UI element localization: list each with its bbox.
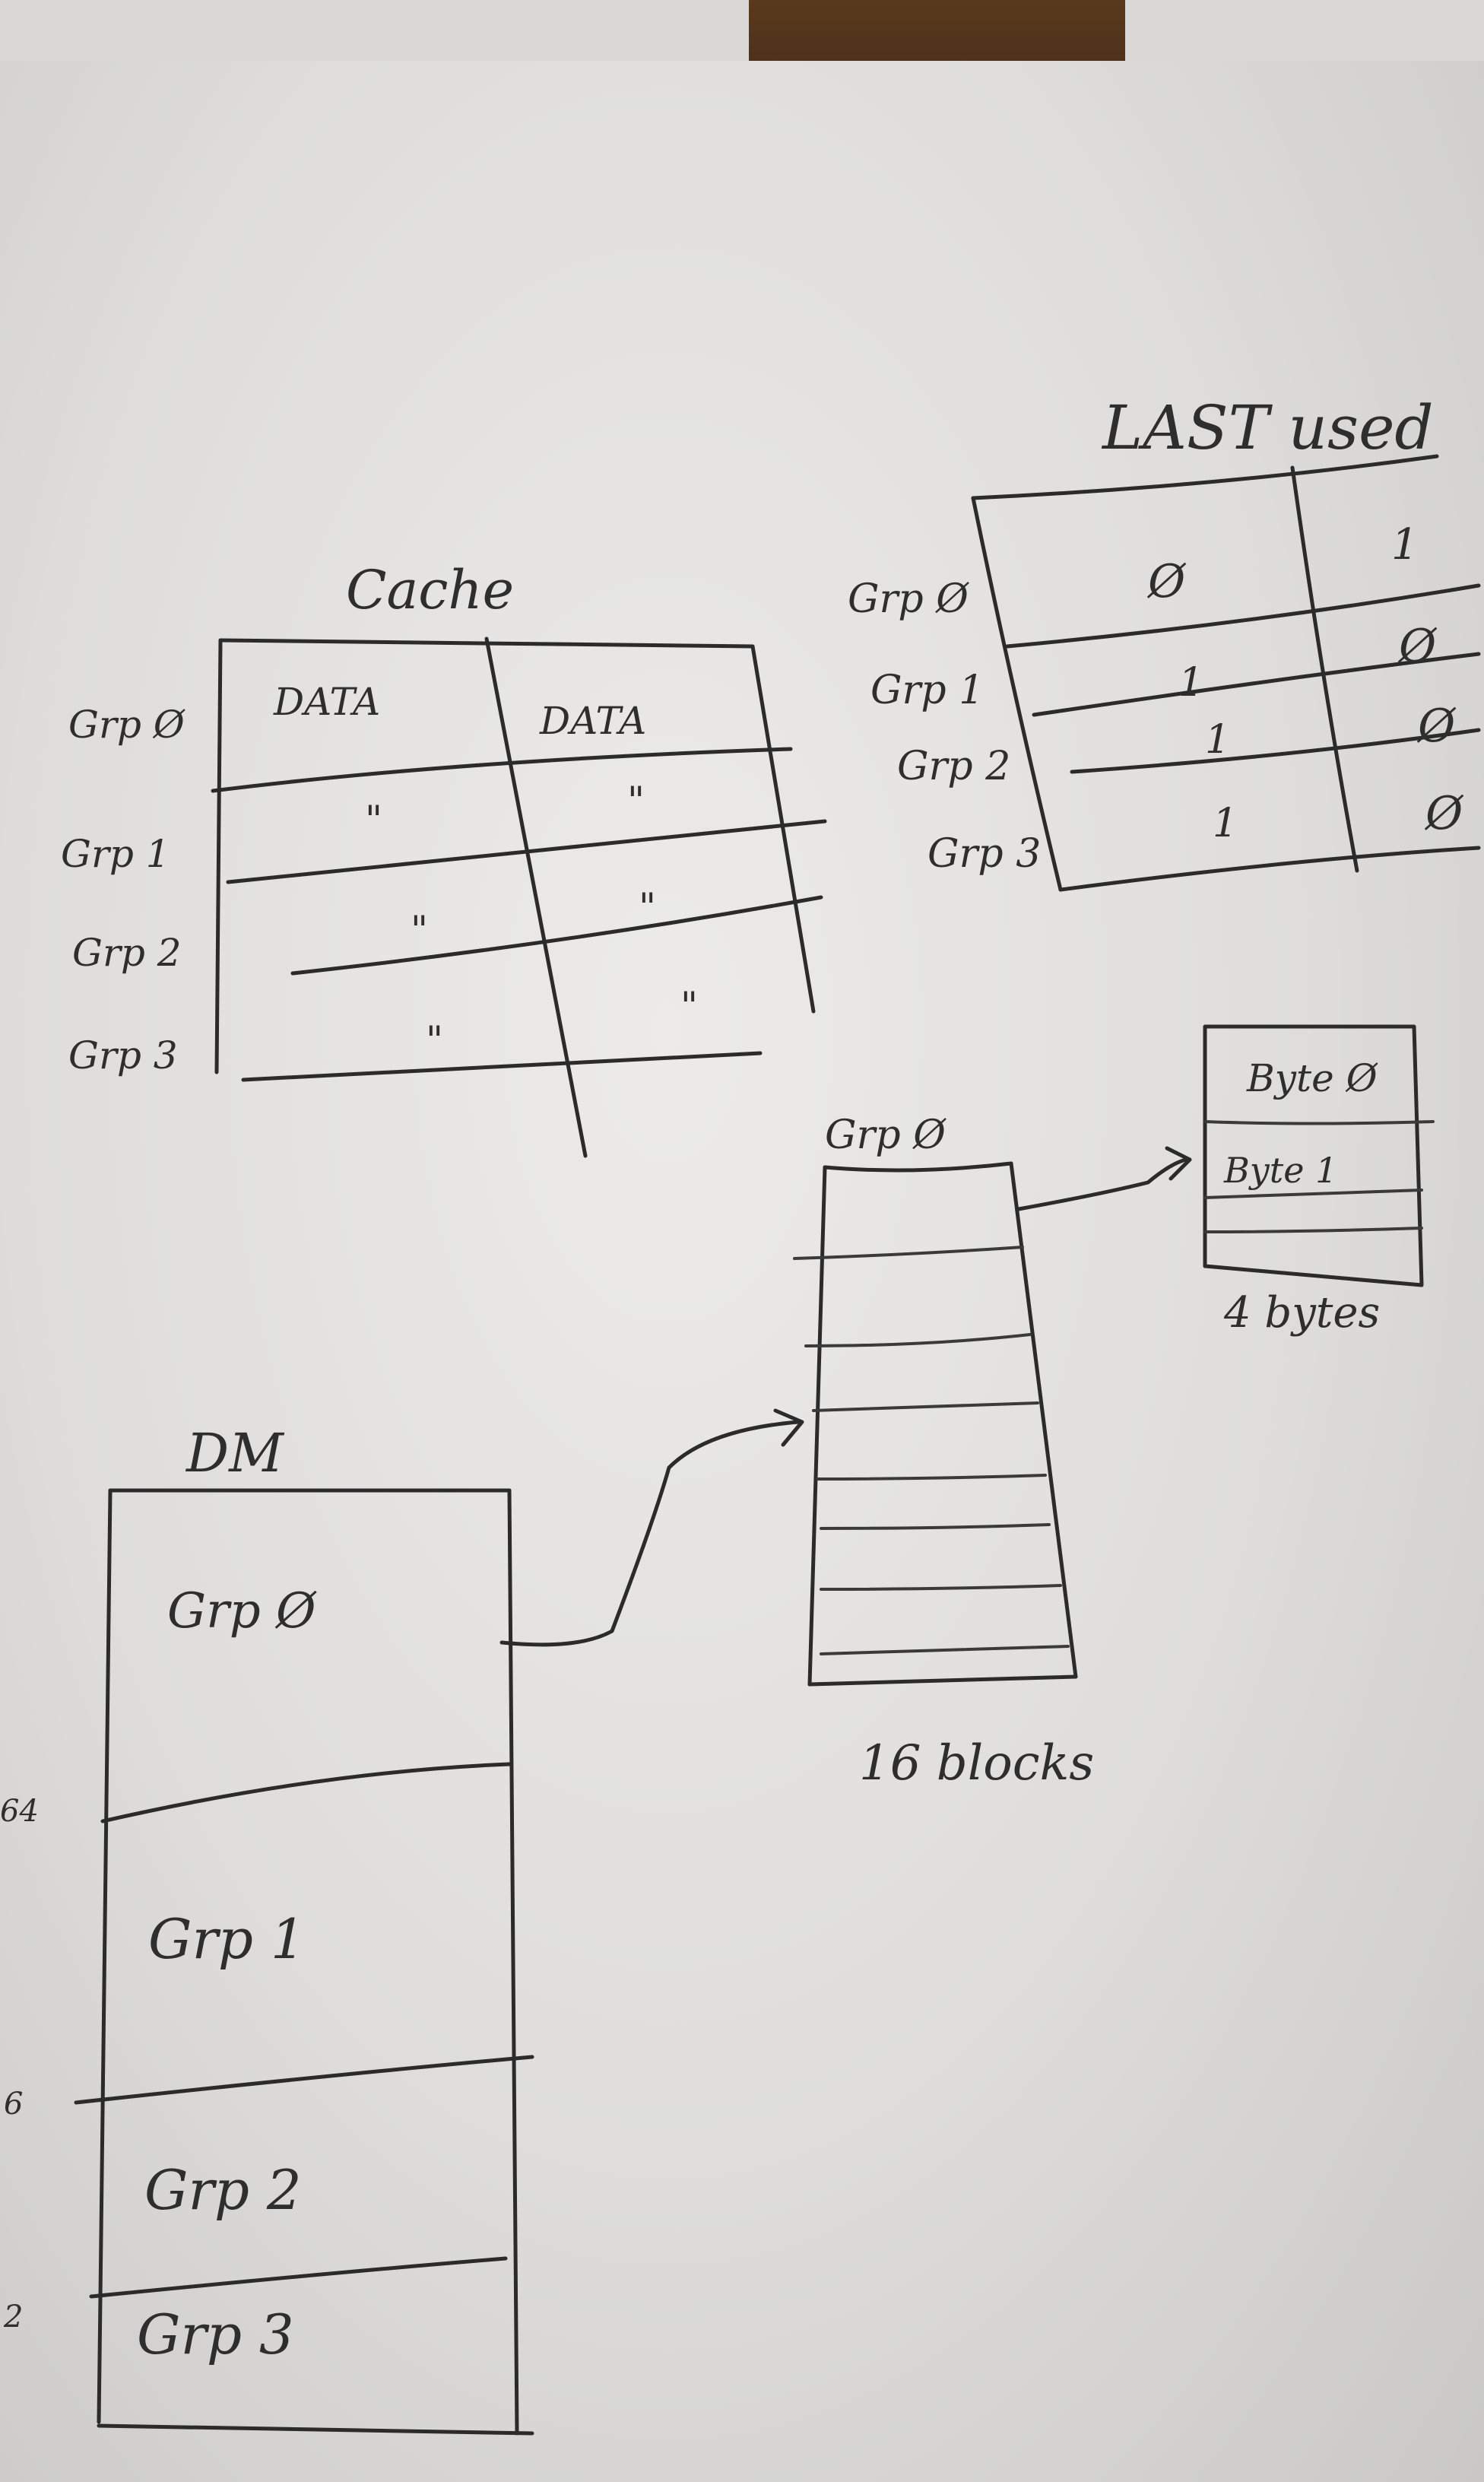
dm-address-label: 2 (3, 2300, 23, 2334)
last-used-cell: 1 (1178, 660, 1203, 706)
last-used-row-line (1032, 652, 1481, 717)
dm-address-label: 64 (0, 1794, 39, 1829)
cache-row-line (226, 819, 827, 884)
arrow-line (499, 1420, 801, 1647)
block-group-label: Grp Ø (825, 1112, 947, 1158)
last-used-cell: Ø (1397, 620, 1438, 673)
arrow-head (773, 1408, 804, 1447)
cache-right-border (750, 644, 816, 1014)
cache-left-border (214, 638, 223, 1074)
last-used-row-line (1058, 846, 1481, 892)
last-used-title: LAST used (1101, 392, 1434, 463)
last-used-cell: 1 (1205, 717, 1230, 763)
paper-sheet (0, 61, 1484, 2482)
last-used-row-label: Grp 3 (928, 831, 1041, 877)
block-top-border (823, 1161, 1013, 1173)
last-used-cell: Ø (1416, 700, 1457, 753)
cache-cell: " (680, 984, 698, 1028)
dm-address-label: 6 (4, 2087, 23, 2122)
dm-group-label: Grp 2 (144, 2158, 302, 2222)
last-used-column-divider (1290, 465, 1359, 873)
dm-group-label: Grp Ø (167, 1583, 317, 1639)
cache-row-line (241, 1051, 763, 1082)
bytes-row-line (1203, 1120, 1435, 1125)
dm-group-divider (100, 1762, 512, 1823)
cache-title: Cache (346, 559, 514, 621)
last-used-row-label: Grp 1 (870, 668, 984, 713)
last-used-row-label: Grp 2 (897, 744, 1010, 789)
dm-group-divider (74, 2055, 534, 2105)
block-row-line (820, 1584, 1062, 1591)
last-used-cell: Ø (1424, 787, 1464, 840)
cache-cell: " (426, 1018, 443, 1062)
bytes-border (1203, 1024, 1424, 1287)
cache-row-label: Grp 1 (61, 832, 170, 876)
last-used-top-border (971, 454, 1439, 500)
cache-cell: DATA (539, 699, 646, 743)
last-used-row-line (1005, 583, 1481, 649)
cache-row-line (290, 895, 823, 976)
dm-memory: DM Grp Ø Grp 1 Grp 2 Grp 3 64 6 2 (0, 1422, 534, 2436)
cache-row-label: Grp 3 (68, 1033, 178, 1078)
arrow-line (1016, 1157, 1188, 1211)
cache-column-divider (484, 636, 588, 1158)
last-used-row-label: Grp Ø (848, 576, 969, 622)
byte-row-label: Byte Ø (1246, 1056, 1378, 1100)
bytes-caption: 4 bytes (1223, 1288, 1380, 1338)
last-used-row-line (1070, 728, 1481, 774)
block-row-line (804, 1333, 1032, 1347)
block-row-line (816, 1474, 1047, 1481)
dm-left-border (97, 1488, 113, 2424)
block-bottom-border (807, 1674, 1078, 1687)
dm-title: DM (185, 1422, 285, 1484)
last-used-left-border (971, 496, 1063, 892)
dm-group-divider (89, 2256, 508, 2299)
dm-group-label: Grp 1 (148, 1907, 306, 1971)
block-row-line (812, 1401, 1039, 1412)
dm-group-label: Grp 3 (137, 2303, 294, 2366)
dm-right-border (507, 1488, 519, 2436)
bytes-row-line (1203, 1227, 1423, 1233)
cache-table: Cache Grp Ø Grp 1 Grp 2 Grp 3 DATA DATA … (61, 559, 827, 1158)
dm-to-block-arrow (499, 1408, 804, 1647)
arrow-head (1165, 1146, 1192, 1181)
block-count-caption: 16 blocks (859, 1735, 1094, 1792)
cache-cell: " (365, 798, 382, 842)
last-used-cell: 1 (1391, 520, 1419, 570)
block-row-line (820, 1523, 1051, 1530)
cache-cell: DATA (273, 680, 380, 724)
block-row-line (793, 1246, 1024, 1260)
cache-row-label: Grp Ø (68, 703, 186, 747)
block-right-border (1009, 1161, 1078, 1679)
dm-bottom-border (97, 2423, 534, 2436)
cache-cell: " (411, 908, 428, 952)
byte-row-label: Byte 1 (1223, 1150, 1337, 1191)
block-to-bytes-arrow (1016, 1146, 1192, 1211)
last-used-cell: 1 (1213, 801, 1238, 846)
last-used-table: LAST used Grp Ø Grp 1 Grp 2 Grp 3 Ø 1 1 … (848, 392, 1481, 892)
bytes-diagram: Byte Ø Byte 1 4 bytes (1203, 1024, 1435, 1338)
bytes-row-line (1203, 1189, 1423, 1199)
cache-cell: " (627, 779, 645, 823)
block-left-border (807, 1165, 827, 1687)
block-group-diagram: Grp Ø 16 blocks (793, 1112, 1094, 1792)
last-used-cell: Ø (1146, 555, 1187, 608)
cache-row-line (211, 747, 793, 793)
cache-row-label: Grp 2 (72, 931, 182, 975)
cache-cell: " (639, 885, 656, 929)
block-row-line (820, 1645, 1070, 1655)
